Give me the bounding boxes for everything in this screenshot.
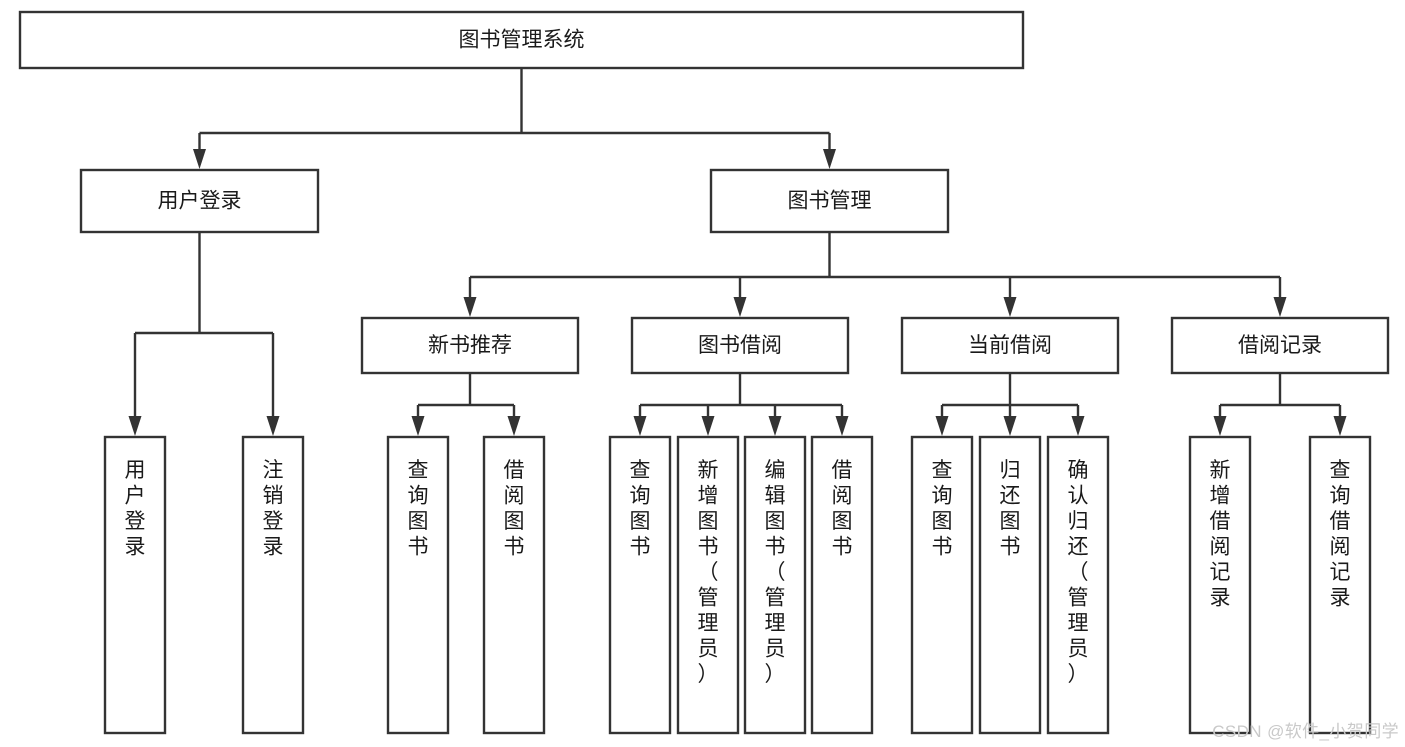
arrow-head	[835, 416, 849, 436]
node-label: 图书借阅	[698, 334, 782, 357]
node-leaf_borrow_book_1[interactable]: 借阅图书	[482, 435, 546, 735]
arrow-head	[1213, 416, 1227, 436]
arrow-head	[1333, 416, 1347, 436]
node-leaf_return_book[interactable]: 归还图书	[978, 435, 1042, 735]
node-label: 借阅图书	[504, 459, 525, 559]
node-label: 借阅图书	[832, 459, 853, 559]
node-borrow_record[interactable]: 借阅记录	[1170, 316, 1390, 375]
node-label: 新书推荐	[428, 334, 512, 357]
node-label: 查询借阅记录	[1330, 459, 1351, 610]
node-label: 新增图书（管理员）	[698, 459, 719, 686]
node-box	[1170, 316, 1390, 375]
arrow-head	[701, 416, 715, 436]
arrow-head	[128, 416, 142, 436]
node-leaf_query_book_2[interactable]: 查询图书	[608, 435, 672, 735]
node-label: 查询图书	[408, 459, 429, 559]
node-label: 归还图书	[1000, 459, 1021, 559]
arrow-head	[823, 149, 836, 169]
node-label: 用户登录	[125, 459, 146, 559]
node-user_login[interactable]: 用户登录	[79, 168, 320, 234]
node-leaf_query_book_1[interactable]: 查询图书	[386, 435, 450, 735]
node-leaf_borrow_book_2[interactable]: 借阅图书	[810, 435, 874, 735]
arrow-head	[1273, 297, 1287, 317]
arrow-head	[266, 416, 280, 436]
node-root[interactable]: 图书管理系统	[18, 10, 1025, 70]
node-box	[1046, 435, 1110, 735]
node-label: 当前借阅	[968, 334, 1052, 357]
node-label: 确认归还（管理员）	[1068, 459, 1089, 686]
node-label: 新增借阅记录	[1210, 459, 1231, 610]
node-new_book_rec[interactable]: 新书推荐	[360, 316, 580, 375]
node-box	[1308, 435, 1372, 735]
node-box	[482, 435, 546, 735]
arrow-head	[463, 297, 477, 317]
arrow-head	[768, 416, 782, 436]
node-label: 用户登录	[158, 190, 242, 213]
node-leaf_add_record[interactable]: 新增借阅记录	[1188, 435, 1252, 735]
node-leaf_logout[interactable]: 注销登录	[241, 435, 305, 735]
node-leaf_confirm_return[interactable]: 确认归还（管理员）	[1046, 435, 1110, 735]
node-box	[103, 435, 167, 735]
node-leaf_user_login[interactable]: 用户登录	[103, 435, 167, 735]
node-box	[978, 435, 1042, 735]
arrow-head	[935, 416, 949, 436]
arrow-head	[633, 416, 647, 436]
node-box	[900, 316, 1120, 375]
node-box	[241, 435, 305, 735]
node-book_borrow[interactable]: 图书借阅	[630, 316, 850, 375]
node-box	[630, 316, 850, 375]
node-label: 查询图书	[630, 459, 651, 559]
node-label: 图书管理系统	[459, 29, 585, 52]
node-leaf_edit_book[interactable]: 编辑图书（管理员）	[743, 435, 807, 735]
node-leaf_query_record[interactable]: 查询借阅记录	[1308, 435, 1372, 735]
arrow-head	[1003, 297, 1017, 317]
node-box	[608, 435, 672, 735]
node-box	[1188, 435, 1252, 735]
arrow-head	[1071, 416, 1085, 436]
node-box	[709, 168, 950, 234]
node-box	[79, 168, 320, 234]
node-book_mgmt[interactable]: 图书管理	[709, 168, 950, 234]
arrow-head	[507, 416, 521, 436]
node-box	[676, 435, 740, 735]
node-box	[743, 435, 807, 735]
node-box	[810, 435, 874, 735]
node-label: 借阅记录	[1238, 334, 1322, 357]
arrow-head	[733, 297, 747, 317]
node-box	[18, 10, 1025, 70]
node-label: 编辑图书（管理员）	[765, 459, 786, 686]
node-box	[910, 435, 974, 735]
node-box	[386, 435, 450, 735]
arrow-head	[411, 416, 425, 436]
node-current_borrow[interactable]: 当前借阅	[900, 316, 1120, 375]
arrow-head	[193, 149, 206, 169]
edge-layer	[128, 68, 1347, 436]
node-label: 查询图书	[932, 459, 953, 559]
node-layer: 图书管理系统用户登录图书管理新书推荐图书借阅当前借阅借阅记录用户登录注销登录查询…	[18, 10, 1390, 735]
arrow-head	[1003, 416, 1017, 436]
csdn-watermark: CSDN @软件_小贺同学	[1212, 722, 1399, 741]
node-label: 图书管理	[788, 190, 872, 213]
node-leaf_add_book[interactable]: 新增图书（管理员）	[676, 435, 740, 735]
node-leaf_query_book_3[interactable]: 查询图书	[910, 435, 974, 735]
node-label: 注销登录	[263, 459, 284, 559]
node-box	[360, 316, 580, 375]
